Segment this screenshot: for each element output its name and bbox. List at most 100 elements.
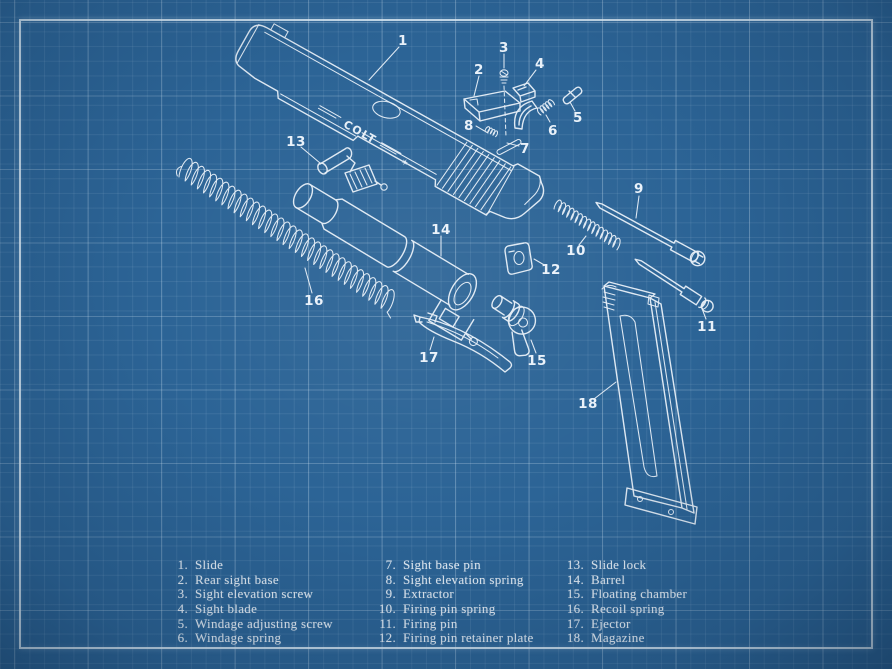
magazine-body: [604, 282, 694, 513]
chamber-round-body: [503, 302, 540, 339]
legend-item-number: 13.: [566, 557, 584, 572]
legend-item: 15. Floating chamber: [560, 587, 687, 602]
legend-item-number: 10.: [378, 601, 396, 617]
blueprint-border-frame: [19, 19, 873, 649]
legend-item-number: 5.: [177, 615, 188, 631]
legend-column-1: 1.Slide 2. Rear sight base 3. Sight elevat…: [164, 557, 333, 646]
part-label-5: 5: [573, 110, 583, 126]
legend-item: 16. Recoil spring: [560, 601, 687, 617]
part-sight-elevation-spring: [485, 126, 499, 137]
legend-item-label: Sight elevation screw: [195, 586, 314, 602]
firing-pin-cap: [699, 298, 715, 314]
legend-item-label: Windage spring: [195, 630, 282, 646]
rear-sight-base-notch: [470, 99, 478, 105]
part-label-1: 1: [398, 33, 408, 49]
part-label-16: 16: [304, 293, 324, 309]
legend-item-number: 7.: [385, 557, 396, 572]
legend-item-label: Recoil spring: [591, 601, 665, 617]
magazine-base-plate: [625, 488, 697, 524]
sight-elevation-spring-coil: [485, 126, 499, 137]
chamber-inner-circle: [517, 316, 529, 328]
part-rear-sight-base: [464, 91, 520, 121]
sight-blade-shape: [513, 83, 535, 102]
legend-item-label: Extractor: [403, 586, 455, 602]
windage-spring-coil: [536, 99, 555, 116]
part-windage-adjusting-screw: [563, 87, 582, 104]
legend-item-number: 17.: [566, 615, 584, 631]
legend-item-number: 8.: [385, 571, 396, 587]
parts-legend: 1.Slide 2. Rear sight base 3. Sight elevat…: [0, 557, 892, 648]
ejector-inner-line: [427, 322, 498, 358]
legend-item: 1.Slide: [164, 557, 333, 573]
part-sight-blade: [513, 83, 537, 129]
part-firing-pin-spring: [553, 199, 623, 250]
legend-item-label: Windage adjusting screw: [195, 615, 333, 631]
elevation-screw-detail: [500, 71, 508, 83]
legend-item-label: Slide lock: [591, 557, 647, 572]
legend-column-2: 7.Sight base pin 8.Sight elevation sprin…: [372, 557, 534, 646]
recoil-spring-coil: [173, 156, 404, 318]
legend-item-number: 4.: [177, 601, 188, 617]
legend-item-number: 15.: [566, 586, 584, 602]
legend-item-label: Firing pin spring: [403, 601, 496, 617]
part-label-3: 3: [499, 40, 509, 56]
slide-lock-body: [345, 156, 381, 192]
firing-pin-spring-coil: [553, 199, 623, 250]
part-label-11: 11: [697, 319, 717, 335]
sight-leaf-shape: [515, 101, 537, 129]
legend-item: 4. Sight blade: [164, 601, 333, 617]
ejector-shape: [414, 313, 512, 372]
slide-serrations: [437, 140, 511, 212]
legend-item-number: 14.: [566, 571, 584, 587]
legend-item: 8.Sight elevation spring: [372, 571, 534, 588]
part-label-6: 6: [548, 123, 558, 139]
legend-item: 14.Barrel: [560, 571, 687, 588]
magazine-slot: [620, 302, 687, 509]
legend-item: 6. Windage spring: [164, 631, 333, 646]
legend-item-label: Rear sight base: [195, 571, 279, 587]
legend-item-label: Sight blade: [195, 601, 258, 617]
legend-item-number: 2.: [177, 571, 188, 587]
legend-item-number: 18.: [566, 630, 584, 646]
legend-item-number: 6.: [177, 630, 188, 646]
leader-lines: [301, 47, 706, 399]
legend-item: 3. Sight elevation screw: [164, 587, 333, 602]
part-slide: COLT ✶: [228, 15, 552, 235]
part-windage-spring: [536, 99, 555, 116]
rampant-colt-logo-icon: ✶: [399, 157, 410, 169]
legend-item-number: 16.: [566, 601, 584, 617]
part-firing-pin-retainer-plate: [505, 243, 532, 274]
firing-pin-shape: [632, 255, 707, 309]
barrel-bore: [451, 280, 475, 308]
legend-item: 11. Firing pin: [372, 615, 534, 632]
legend-item: 13. Slide lock: [560, 557, 687, 573]
part-label-10: 10: [566, 243, 586, 259]
legend-item: 10. Firing pin spring: [372, 601, 534, 617]
legend-item-label: Floating chamber: [591, 586, 688, 602]
legend-item-number: 11.: [379, 615, 396, 631]
legend-item-number: 9.: [385, 586, 396, 602]
legend-item: 17. Ejector: [560, 615, 687, 632]
retainer-plate-hole: [514, 252, 524, 265]
legend-item: 12.Firing pin retainer plate: [372, 631, 534, 646]
barrel-body: [294, 181, 469, 306]
part-extractor: [592, 197, 707, 268]
legend-item-number: 3.: [177, 586, 188, 602]
magazine-base-hole: [669, 510, 674, 515]
sight-base-pin-shape: [497, 140, 521, 155]
legend-item-label: Magazine: [591, 630, 645, 646]
part-barrel: [275, 175, 506, 348]
part-label-18: 18: [578, 396, 598, 412]
part-label-15: 15: [527, 353, 547, 369]
legend-item-label: Ejector: [591, 615, 631, 631]
rear-sight-base-shape: [464, 91, 520, 121]
extractor-tip-face: [690, 251, 700, 264]
legend-item-number: 1.: [177, 557, 188, 572]
part-label-2: 2: [474, 62, 484, 78]
part-label-8: 8: [464, 118, 474, 134]
legend-item-label: Firing pin: [403, 615, 458, 631]
slide-ejection-port: [371, 99, 402, 121]
magazine-base-hole: [638, 497, 643, 502]
